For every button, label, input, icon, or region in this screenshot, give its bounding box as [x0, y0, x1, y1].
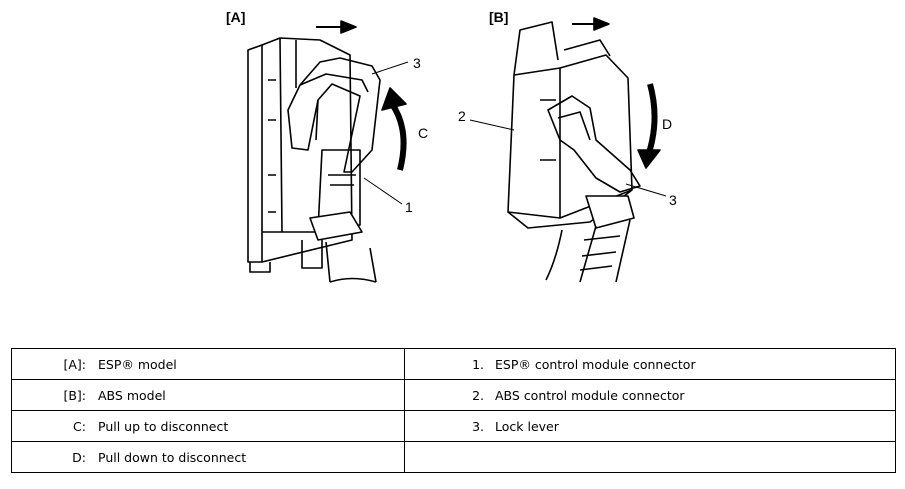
legend-row: [B]: ABS model 2. ABS control module con… — [11, 379, 896, 411]
legend-text: Pull up to disconnect — [98, 418, 229, 434]
legend-text: ESP® model — [98, 356, 177, 372]
figure-label-b: [B] — [489, 9, 509, 25]
connector-illustration: [A] [B] 3 C 1 2 D 3 — [226, 9, 677, 283]
legend-key: 1. — [472, 356, 484, 372]
legend-row: C: Pull up to disconnect 3. Lock lever — [11, 410, 896, 442]
legend-key: [B]: — [63, 387, 86, 403]
abs-module-drawing — [469, 17, 667, 283]
legend-cell-right — [404, 441, 896, 473]
figure-label-a: [A] — [226, 9, 246, 25]
legend-text: ESP® control module connector — [495, 356, 696, 372]
legend-table: [A]: ESP® model 1. ESP® control module c… — [11, 348, 896, 473]
legend-text: Pull down to disconnect — [98, 449, 247, 465]
legend-cell-left: D: Pull down to disconnect — [11, 441, 405, 473]
legend-cell-left: [B]: ABS model — [11, 379, 405, 411]
legend-cell-left: [A]: ESP® model — [11, 348, 405, 380]
legend-cell-right: 2. ABS control module connector — [404, 379, 896, 411]
legend-text: ABS model — [98, 387, 166, 403]
callout-a-1: 1 — [405, 199, 413, 215]
legend-text: Lock lever — [495, 418, 559, 434]
callout-a-c: C — [418, 125, 429, 141]
callout-a-3: 3 — [413, 55, 421, 71]
legend-key: 2. — [472, 387, 484, 403]
legend-key: D: — [72, 449, 86, 465]
esp-module-drawing — [247, 20, 409, 283]
legend-cell-right: 1. ESP® control module connector — [404, 348, 896, 380]
legend-key: 3. — [472, 418, 484, 434]
legend-cell-right: 3. Lock lever — [404, 410, 896, 442]
legend-key: C: — [73, 418, 86, 434]
legend-text: ABS control module connector — [495, 387, 685, 403]
connector-drawing — [247, 17, 667, 283]
legend-row: [A]: ESP® model 1. ESP® control module c… — [11, 348, 896, 380]
callout-b-2: 2 — [458, 108, 466, 124]
legend-row: D: Pull down to disconnect — [11, 441, 896, 473]
legend-cell-left: C: Pull up to disconnect — [11, 410, 405, 442]
legend-key: [A]: — [63, 356, 86, 372]
callout-b-3: 3 — [669, 192, 677, 208]
callout-b-d: D — [662, 116, 673, 132]
